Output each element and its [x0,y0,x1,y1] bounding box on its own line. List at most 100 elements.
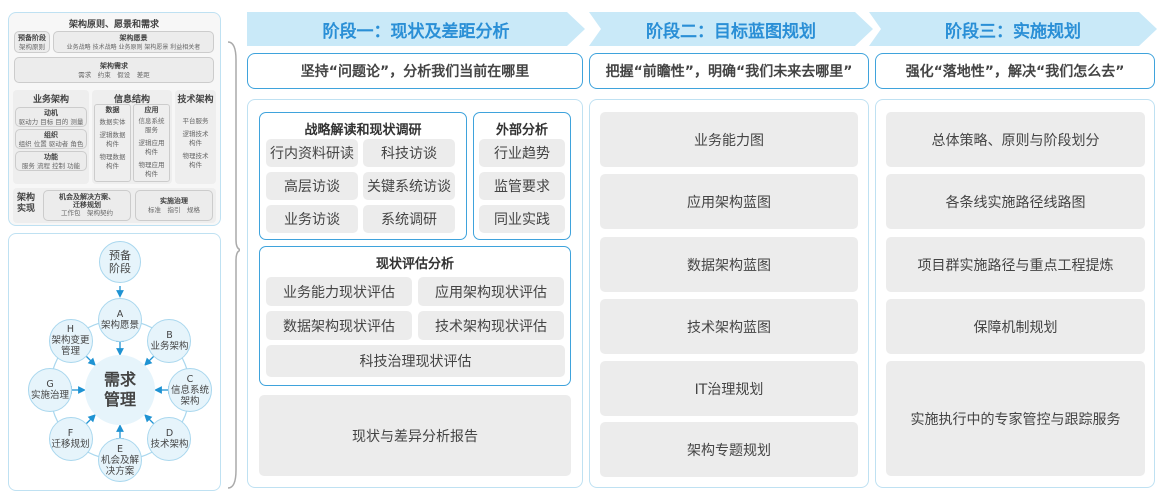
label: 功能 [44,152,58,161]
biz-title: 业务架构 [32,95,69,105]
blueprint-item: 数据架构蓝图 [600,237,858,292]
node-label: 迁移规划 [51,439,90,451]
external-item: 行业趋势 [479,139,565,167]
implementation-item: 项目群实施路径与重点工程提炼 [886,237,1145,292]
cycle-prep: 预备阶段 [99,241,141,283]
label: 组织 [44,130,58,139]
biz-item: 动机驱动力 目标 目的 测量 [15,107,87,127]
panel-title: 架构原则、愿景和需求 [68,20,159,30]
stage-2-subtitle: 把握“前瞻性”，明确“我们未来去哪里” [589,53,869,89]
label: 标准 指引 规格 [148,206,200,214]
blueprint-item: IT治理规划 [600,361,858,416]
label: 阶段二：目标蓝图规划 [646,21,816,42]
label: 阶段三：实施规划 [945,21,1081,42]
label: 动机 [44,108,58,117]
assessment-item: 应用架构现状评估 [418,277,564,306]
impl-title: 架构实现 [17,193,36,214]
implementation-item: 总体策略、原则与阶段划分 [886,112,1145,167]
prep-text: 架构原则 [19,42,45,51]
node-key: G [46,379,54,390]
vision-title: 架构愿景 [119,33,148,42]
stage-3-header: 阶段三：实施规划 [869,12,1157,46]
tech-title: 技术架构 [177,95,214,105]
prep-box: 预备阶段架构原则 [14,31,50,53]
blueprint-item: 应用架构蓝图 [600,174,858,229]
biz-item: 功能服务 流程 控制 功能 [15,151,87,171]
strategy-item: 高层访谈 [266,172,358,200]
label: 物理应用构件 [138,161,165,178]
req-title: 架构需求 [100,61,128,70]
label: 阶段一：现状及差距分析 [322,21,510,42]
node-label: 架构变更管理 [51,335,90,357]
blueprint-item: 架构专题规划 [600,422,858,477]
assessment-item: 技术架构现状评估 [418,311,564,340]
vision-box: 架构愿景业务战略 技术战略 业务原则 架构愿景 利益相关者 [53,31,214,53]
impl-arch: 架构实现 机会及解决方案、迁移规划工作包 架构契约 实施治理标准 指引 规格 [13,188,216,223]
assessment-item: 科技治理现状评估 [266,345,565,377]
strategy-title: 战略解读和现状调研 [304,123,422,138]
node-key: C [186,373,194,385]
cycle-center: 需求管理 [85,355,155,425]
label: 组织 位置 驱动者 角色 [18,139,84,148]
label: 服务 流程 控制 功能 [21,161,81,170]
node-label: 技术架构 [150,439,189,451]
assessment-item: 数据架构现状评估 [266,311,412,340]
prep-title: 预备阶段 [18,33,46,42]
vision-text: 业务战略 技术战略 业务原则 架构愿景 利益相关者 [66,43,201,51]
assessment-title: 现状评估分析 [375,257,454,272]
node-label: 信息系统架构 [170,384,209,407]
assessment-item: 业务能力现状评估 [266,277,412,306]
label: 驱动力 目标 目的 测量 [18,117,84,126]
architecture-content-panel: 架构原则、愿景和需求 预备阶段架构原则 架构愿景业务战略 技术战略 业务原则 架… [8,12,221,226]
strategy-item: 系统调研 [363,205,455,233]
brace-icon [227,41,240,489]
label: 实施治理 [160,197,188,205]
node-key: F [67,428,74,440]
business-arch: 业务架构 动机驱动力 目标 目的 测量 组织组织 位置 驱动者 角色 功能服务 … [13,90,89,184]
label: 数据 [105,106,120,114]
tech-arch: 技术架构 平台服务 逻辑技术构件 物理技术构件 [175,90,216,184]
implementation-item: 各条线实施路径线路图 [886,174,1145,229]
node-label: 机会及解决方案 [100,454,139,477]
label: 机会及解决方案、迁移规划 [59,193,115,209]
implementation-item: 保障机制规划 [886,299,1145,354]
req-text: 需求 约束 假设 差距 [78,70,150,79]
external-title: 外部分析 [495,123,548,138]
app-col: 应用 信息系统服务 逻辑应用构件 物理应用构件 [133,104,170,182]
strategy-item: 科技访谈 [363,139,455,167]
info-title: 信息结构 [113,95,150,105]
external-item: 监管要求 [479,172,565,200]
label: 工作包 架构契约 [61,209,113,217]
label: 平台服务 [182,117,209,125]
strategy-item: 业务访谈 [266,205,358,233]
node-key: E [116,443,123,455]
label: 逻辑应用构件 [138,139,165,156]
node-key: B [166,329,173,341]
node-key: H [66,324,75,335]
label: 物理技术构件 [182,152,209,169]
blueprint-item: 业务能力图 [600,112,858,167]
requirements-box: 架构需求需求 约束 假设 差距 [14,57,214,83]
label: 逻辑技术构件 [182,130,209,147]
opp-box: 机会及解决方案、迁移规划工作包 架构契约 [43,190,131,221]
node-label: 架构愿景 [100,320,139,331]
info-arch: 信息结构 数据 数据实体 逻辑数据构件 物理数据构件 应用 信息系统服务 逻辑应… [92,90,172,184]
stage-1-subtitle: 坚持“问题论”，分析我们当前在哪里 [247,53,583,89]
stage-2-header: 阶段二：目标蓝图规划 [589,12,873,46]
node-label: 实施治理 [30,390,69,401]
label: 信息系统服务 [138,117,165,134]
external-item: 同业实践 [479,205,565,233]
strategy-item: 关键系统访谈 [363,172,455,200]
label: 物理数据构件 [99,153,126,170]
stage-1-header: 阶段一：现状及差距分析 [247,12,585,46]
data-col: 数据 数据实体 逻辑数据构件 物理数据构件 [94,104,131,182]
label: 应用 [144,106,159,114]
node-key: D [165,428,174,440]
report-item: 现状与差异分析报告 [259,395,571,476]
